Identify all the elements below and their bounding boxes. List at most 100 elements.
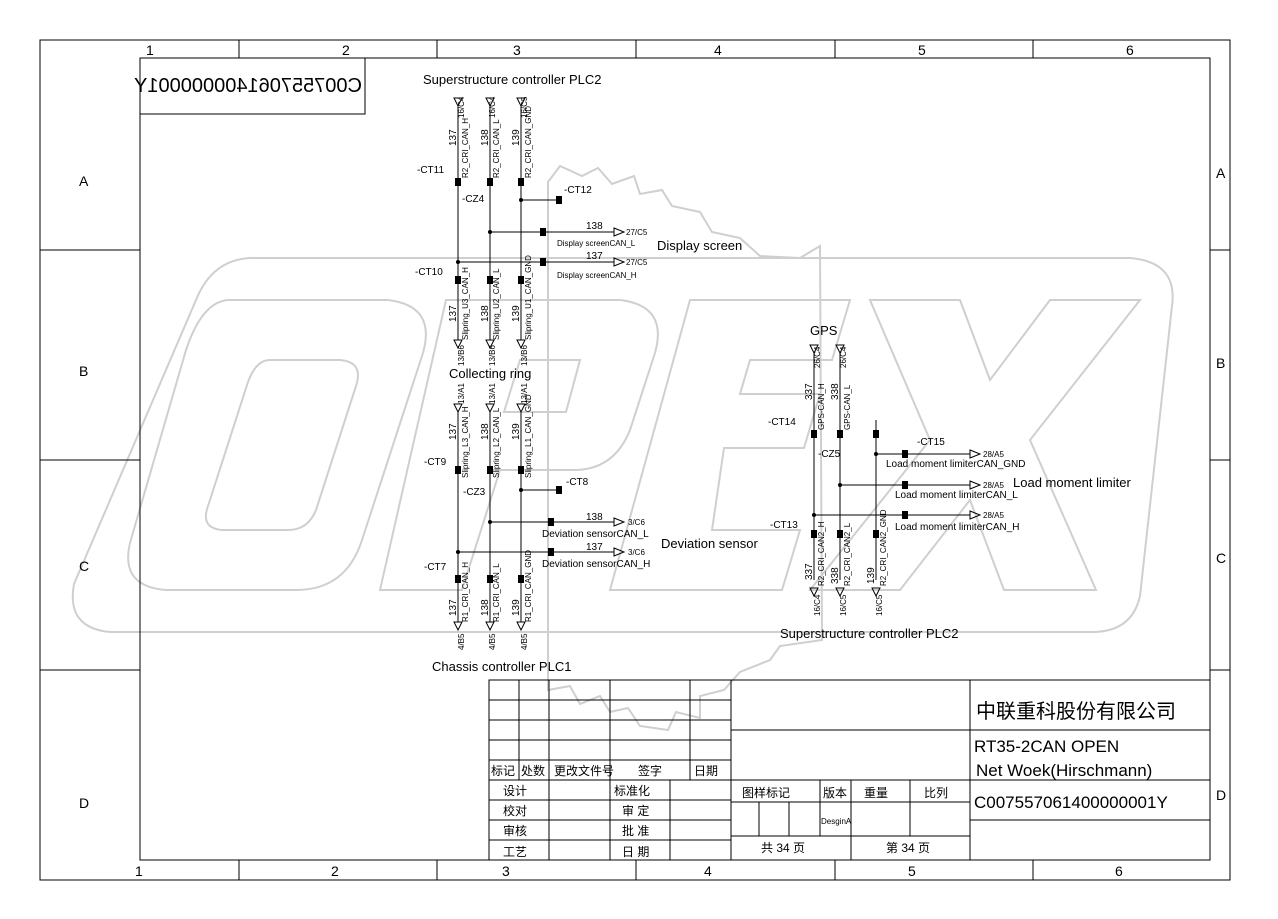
lml-branch [812,449,982,520]
col-top-4: 4 [714,42,722,58]
left-bus-wires [457,106,522,622]
label-lml-l: Load moment limiterCAN_L [895,490,1018,501]
ref-4b5-c: 4/B5 [520,633,529,650]
wire-337-bot: 337 [804,563,815,580]
ct12-pin [556,196,562,204]
wire-338-bot: 338 [830,567,841,584]
ref-27c5-b: 27/C5 [626,258,648,267]
label-load-moment-limiter: Load moment limiter [1013,475,1131,490]
wire-138-display: 138 [586,221,603,232]
ref-13a1-a: 13/A1 [457,383,466,404]
sig-top-plc2-gnd: R2_CRI_CAN_GND [524,106,533,178]
ref-13b6-a: 13/B6 [457,345,466,366]
ref-16c4-b: 16/C4 [488,96,497,118]
tb-approval-verify: 审 定 [622,803,649,818]
row-left-a: A [79,173,89,189]
gps-terminals [809,344,845,355]
tb-approval-approve: 批 准 [622,823,649,838]
slipring-u-terminals [453,339,526,350]
deviation-branch [456,517,626,557]
label-ct13: -CT13 [770,520,798,531]
wire-138-l: 138 [480,423,491,440]
sig-bot-plc2-gnd: R2_CRI_CAN2_GND [879,509,888,586]
ref-28a5-b: 28/A5 [983,481,1004,490]
col-bot-5: 5 [908,863,916,879]
col-bot-4: 4 [704,863,712,879]
ref-13a1-b: 13/A1 [488,383,497,404]
tb-drawing-number: C007557061400000001Y [974,793,1168,812]
tb-total-pages: 共 34 页 [761,841,805,855]
ref-26c4-a: 26/C4 [813,346,822,368]
row-right-c: C [1216,550,1226,566]
col-bot-3: 3 [502,863,510,879]
label-ct12: -CT12 [564,185,592,196]
tb-rev-date: 日期 [694,764,718,778]
sig-bot-plc2-l: R2_CRI_CAN2_L [843,522,852,586]
wire-137-l: 137 [448,423,459,440]
row-right-a: A [1216,165,1226,181]
tb-role-review: 审核 [503,823,527,838]
label-deviation-can-h: Deviation sensorCAN_H [542,559,650,570]
wire-137-deviation: 137 [586,542,603,553]
col-top-1: 1 [146,42,154,58]
doc-number-box [139,57,366,115]
ref-3c6-a: 3/C6 [628,518,645,527]
label-deviation-sensor: Deviation sensor [661,536,758,551]
label-plc2-bottom: Superstructure controller PLC2 [780,626,958,641]
sig-chassis-gnd: R1_CRI_CAN_GND [524,550,533,622]
ref-26c4-b: 26/C4 [839,346,848,368]
label-display-can-h: Display screenCAN_H [557,271,637,280]
wire-137-display: 137 [586,251,603,262]
tb-page-no: 第 34 页 [886,841,930,855]
label-plc2-top: Superstructure controller PLC2 [423,72,601,87]
ct8-pin [556,486,562,494]
label-ct8: -CT8 [566,477,589,488]
wire-137-top: 137 [448,129,459,146]
col-bot-6: 6 [1115,863,1123,879]
tb-scale-label: 比列 [924,786,948,800]
label-ct11: -CT11 [417,165,444,176]
label-chassis-plc1: Chassis controller PLC1 [432,659,571,674]
ref-27c5-a: 27/C5 [626,228,648,237]
ref-16c5-b: 16/C5 [839,594,848,616]
ref-16c5-a: 16/C5 [520,96,529,118]
wire-138-u: 138 [480,305,491,322]
sig-slip-l-l: Slipring_L2_CAN_L [492,407,501,478]
label-display-can-l: Display screenCAN_L [557,239,636,248]
ref-16c4-a: 16/C4 [457,96,466,118]
ref-3c6-b: 3/C6 [628,548,645,557]
label-gps: GPS [810,323,838,338]
ref-4b5-b: 4/B5 [488,633,497,650]
ref-13b6-b: 13/B6 [488,345,497,366]
label-ct14: -CT14 [768,417,796,428]
tb-role-design: 设计 [503,784,527,798]
wire-139-bot: 139 [866,567,877,584]
sig-slip-u-h: Slipring_U3_CAN_H [461,267,470,340]
label-cz5: -CZ5 [818,449,841,460]
tb-weight-label: 重量 [864,786,888,800]
sig-gps-l: GPS-CAN_L [843,384,852,430]
sig-slip-u-l: Slipring_U2_CAN_L [492,268,501,340]
wire-137-u: 137 [448,305,459,322]
row-left-b: B [79,363,88,379]
ref-16c5-c: 16/C5 [875,594,884,616]
ref-28a5-a: 28/A5 [983,450,1004,459]
sig-top-plc2-l: R2_CRI_CAN_L [492,119,501,178]
ref-13a1-c: 13/A1 [520,383,529,404]
tb-title-2: Net Woek(Hirschmann) [976,761,1152,780]
col-top-2: 2 [342,42,350,58]
tb-version-label: 版本 [823,786,847,800]
tb-approval-date: 日 期 [622,845,649,859]
bottom-plc2-terminals [809,587,881,598]
wire-138-deviation: 138 [586,512,603,523]
sig-slip-u-gnd: Slipring_U1_CAN_GND [524,255,533,340]
label-display-screen: Display screen [657,238,742,253]
wire-139-chassis: 139 [511,599,522,616]
wire-137-chassis: 137 [448,599,459,616]
wire-138-top: 138 [480,129,491,146]
label-ct10: -CT10 [415,267,443,278]
row-left-c: C [79,558,89,574]
ref-16c4-c: 16/C4 [813,594,822,616]
slipring-l-terminals [453,403,526,414]
sig-top-plc2-h: R2_CRI_CAN_H [461,118,470,178]
